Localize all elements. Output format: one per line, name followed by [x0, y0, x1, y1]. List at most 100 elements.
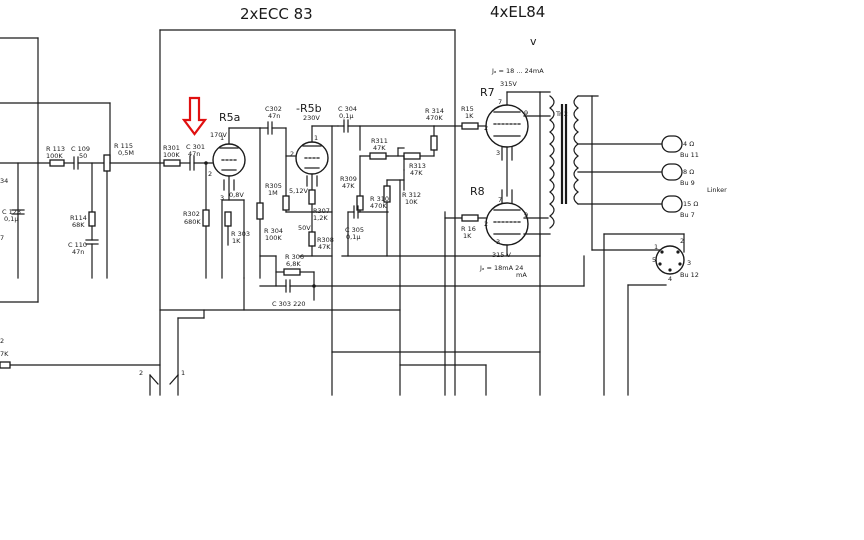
r114-value: 68K [72, 221, 85, 229]
r305-label: R305 [265, 182, 282, 190]
r8-anode-current: Jₐ = 18mA 24 [479, 264, 523, 272]
input-chain [0, 154, 165, 279]
r306-resistor [283, 268, 301, 276]
jack-4-ohm [661, 135, 683, 153]
r5b-50v: 50V [298, 224, 311, 232]
r312-label: R 312 [402, 191, 421, 199]
r7-pin-9: 9 [524, 109, 528, 117]
r16-resistor [461, 214, 479, 222]
c123-value: 0,1µ [4, 215, 18, 223]
r304-value: 100K [265, 234, 282, 242]
r113-label: R 113 [46, 145, 65, 153]
r305-value: 1M [268, 189, 278, 197]
din-pin-3: 3 [687, 259, 691, 267]
r115-potentiometer [103, 154, 111, 172]
r115-label: R 115 [114, 142, 133, 150]
r5a-cathode-voltage: 0,8V [229, 191, 244, 199]
edge-7k: 7K [0, 350, 9, 358]
din-pin-4: 4 [668, 275, 672, 283]
enclosure-lines [0, 29, 541, 396]
r310-value: 470K [370, 202, 387, 210]
r7-pin-3: 3 [496, 149, 500, 157]
bu7-label: Bu 7 [680, 211, 695, 219]
output-transformer [539, 95, 685, 396]
bottom-switch [0, 277, 487, 396]
r114-resistor [88, 211, 96, 227]
r15-label: R15 [461, 105, 474, 113]
r314-label: R 314 [425, 107, 444, 115]
edge-7: 7 [0, 234, 4, 242]
r113-resistor [49, 159, 65, 167]
r15-resistor [461, 122, 479, 130]
r306-value: 6,8K [286, 260, 301, 268]
r5a-stage [163, 127, 264, 279]
r302-resistor [202, 209, 210, 227]
r307-resistor [308, 189, 316, 205]
r5a-pin-2: 2 [208, 170, 212, 178]
switch-pin-2: 2 [139, 369, 143, 377]
r113-value: 100K [46, 152, 63, 160]
din-pin-2: 2 [680, 237, 684, 245]
r303-label: R 303 [231, 230, 250, 238]
tr2-label: Tr 2 [555, 110, 568, 118]
preamp-tubes-title: 2xECC 83 [240, 5, 313, 23]
r309-resistor [356, 195, 364, 211]
din-pin-1: 1 [654, 243, 658, 251]
r313-resistor [403, 152, 421, 160]
c302-label: C302 [265, 105, 282, 113]
c303-label: C 303 220 [272, 300, 305, 308]
r5b-stage [259, 121, 541, 396]
r303-resistor [224, 211, 232, 227]
r301-value: 100K [163, 151, 180, 159]
c301-value: 47n [188, 150, 200, 158]
r308-label: R308 [317, 236, 334, 244]
r301-resistor [163, 159, 181, 167]
r16-label: R 16 [461, 225, 476, 233]
r304-resistor [256, 202, 264, 220]
r7-tube [485, 104, 529, 148]
r5b-label: -R5b [296, 102, 322, 115]
bu12-label: Bu 12 [680, 271, 699, 279]
r304-label: R 304 [264, 227, 283, 235]
power-tubes-title: 4xEL84 [490, 3, 545, 21]
r8-pin-9: 9 [524, 211, 528, 219]
r313-label: R313 [409, 162, 426, 170]
r7-label: R7 [480, 86, 495, 99]
switch-pin-1: 1 [181, 369, 185, 377]
r5b-pin-6: 1 [314, 134, 318, 142]
out-4-ohm-label: 4 Ω [683, 140, 694, 148]
r8-pin-7: 7 [498, 196, 502, 204]
r5b-cathode-voltage: 5,12V [289, 187, 308, 195]
c110-value: 47n [72, 248, 84, 256]
r5a-label: R5a [219, 111, 240, 124]
r302-label: R302 [183, 210, 200, 218]
r308-resistor [308, 231, 316, 247]
r7-plate-voltage: 315V [500, 80, 517, 88]
r15-value: 1K [465, 112, 474, 120]
r8-pin-2: 2 [484, 220, 488, 228]
c302-value: 47n [268, 112, 280, 120]
edge-34: 34 [0, 177, 8, 185]
r8-tube [485, 202, 529, 246]
red-annotation-arrow [181, 96, 208, 136]
r5b-plate-voltage: 230V [303, 114, 320, 122]
c301-label: C 301 [186, 143, 205, 151]
r114-label: R114 [70, 214, 87, 222]
r8-label: R8 [470, 185, 485, 198]
r313-value: 47K [410, 169, 423, 177]
jack-15-ohm [661, 195, 683, 213]
r8-pin-3: 3 [496, 238, 500, 246]
bu11-label: Bu 11 [680, 151, 699, 159]
r312-value: 10K [405, 198, 418, 206]
tone-network [337, 119, 541, 396]
r306-label: R 306 [285, 253, 304, 261]
edge-2: 2 [0, 337, 4, 345]
feedback-network [259, 255, 585, 301]
r115-value: 0,5M [118, 149, 134, 157]
output-jacks [655, 135, 685, 275]
r314-resistor [430, 135, 438, 151]
r303-value: 1K [232, 237, 241, 245]
bu9-label: Bu 9 [680, 179, 695, 187]
din-pin-5: 5 [652, 256, 656, 264]
